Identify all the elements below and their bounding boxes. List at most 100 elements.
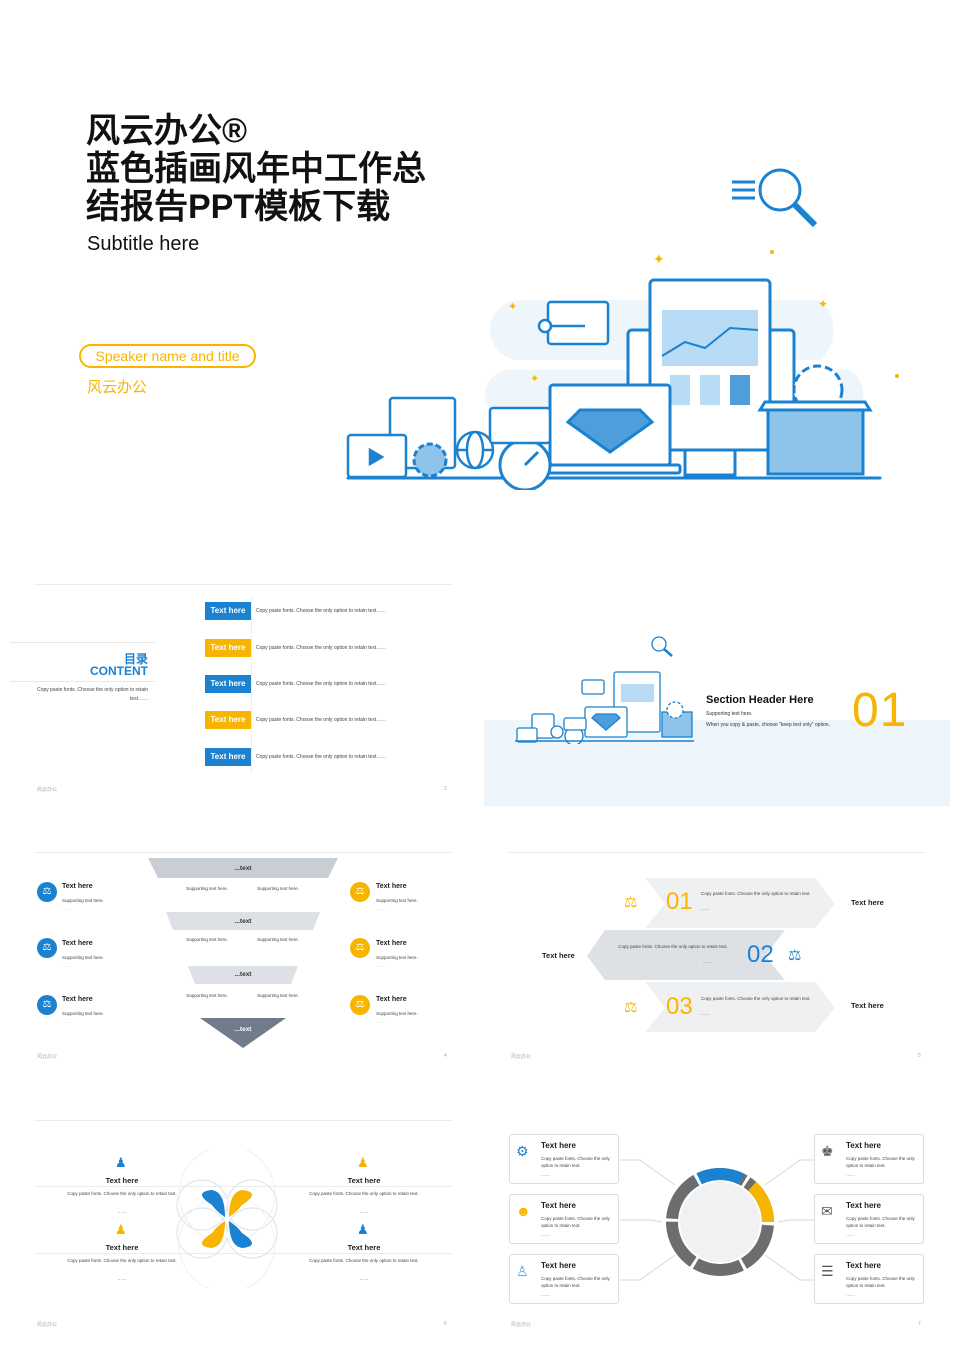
block-dots: …… [359,1276,369,1281]
toc-text: Copy paste fonts. Choose the only option… [256,681,387,687]
card-dots: …… [541,1292,550,1297]
chat-icon: ✉ [821,1203,833,1219]
card-copy: Copy paste fonts. Choose the only option… [846,1156,915,1168]
step-dots: …… [701,906,710,911]
card-dots: …… [846,1232,855,1237]
person-icon: ♙ [516,1263,529,1279]
block-copy: Copy paste fonts. Choose the only option… [309,1191,419,1196]
footer-brand: 风云办公 [37,1322,58,1328]
info-card: ⚙ Text here Copy paste fonts. Choose the… [509,1134,619,1184]
info-card: ☻ Text here Copy paste fonts. Choose the… [509,1194,619,1244]
card-title: Text here [846,1141,881,1150]
section-number: 01 [852,684,908,737]
support-text: Supporting text here. [257,937,299,942]
footer-brand: 风云办公 [511,1054,532,1060]
laptop-diamond-icon [538,383,682,475]
team-icon: ♟ [115,1222,127,1237]
petal-number: 2 [256,1198,261,1207]
petal-number: 3 [256,1231,261,1240]
card-copy: Copy paste fonts. Choose the only option… [541,1276,610,1288]
toc-tag: Text here [205,602,251,620]
petal-graphic [176,1150,278,1288]
toc-tag: Text here [205,748,251,766]
item-sub: Supporting text here. [62,898,104,903]
block-dots: …… [117,1209,127,1214]
item-sub: Supporting text here. [376,1011,418,1016]
card-title: Text here [541,1261,576,1270]
toc-title-en: CONTENT [90,664,148,678]
card-copy: Copy paste fonts. Choose the only option… [846,1216,915,1228]
step-title: Text here [542,951,575,960]
petal-number: 4 [224,1231,229,1240]
card-copy: Copy paste fonts. Choose the only option… [541,1156,610,1168]
scale-icon: ⚖ [37,938,57,958]
globe-icon [455,430,495,470]
support-text: Supporting text here. [186,886,228,891]
toc-divider [251,598,252,773]
user-icon: ☻ [516,1203,531,1219]
sparkle-icon: ✦ [508,301,517,313]
sparkle-dot [770,250,774,254]
info-card: ✉ Text here Copy paste fonts. Choose the… [814,1194,924,1244]
block-title: Text here [347,1243,381,1252]
item-sub: Supporting text here. [62,955,104,960]
scale-icon: ⚖ [350,938,370,958]
scale-icon: ⚖ [624,999,638,1016]
sparkle-icon: ✦ [653,251,665,267]
title-line: 蓝色插画风年中工作总 [86,150,426,188]
toc-box [10,642,155,682]
divider-line [34,1253,452,1254]
office-illustration-small [515,636,694,744]
step-title: Text here [851,898,884,907]
block-title: Text here [347,1176,381,1185]
funnel-label: ...text [234,1026,252,1033]
box-gear-icon [757,364,873,476]
info-card: ♙ Text here Copy paste fonts. Choose the… [509,1254,619,1304]
item-sub: Supporting text here. [376,955,418,960]
slide-top-line [34,1120,452,1121]
team-icon: ♟ [357,1222,369,1237]
sparkle-dot [895,374,899,378]
step-title: Text here [851,1001,884,1010]
card-copy: Copy paste fonts. Choose the only option… [846,1276,915,1288]
card-dots: …… [846,1172,855,1177]
toc-description: Copy paste fonts. Choose the only option… [37,687,148,702]
section-support: Supporting text here. [706,711,753,717]
item-title: Text here [62,940,93,947]
block-dots: …… [359,1209,369,1214]
block-title: Text here [105,1243,139,1252]
item-dots: … … [376,1019,386,1024]
step-copy: Copy paste fonts. Choose the only option… [701,891,811,896]
card-dots: …… [541,1172,550,1177]
ring-graphic [620,1159,820,1281]
item-dots: … … [376,906,386,911]
divider-line [34,1186,452,1187]
step-number: 01 [666,888,693,915]
section-header: Section Header Here [706,694,814,706]
slide-top-line [34,852,452,853]
support-text: Supporting text here. [257,886,299,891]
toc-tag: Text here [205,639,251,657]
card-title: Text here [541,1201,576,1210]
card-dots: …… [846,1292,855,1297]
block-copy: Copy paste fonts. Choose the only option… [67,1258,177,1263]
item-dots: … … [62,963,72,968]
footer-brand: 风云办公 [37,787,58,793]
support-text: Supporting text here. [186,937,228,942]
funnel-label: ...text [234,865,252,872]
scale-icon: ⚖ [788,947,802,964]
footer-brand: 风云办公 [511,1322,532,1328]
block-title: Text here [105,1176,139,1185]
item-title: Text here [376,996,407,1003]
title-line: 结报告PPT模板下载 [86,188,391,226]
browser-window-icon [488,406,552,445]
funnel-label: ...text [234,971,252,978]
key-window-icon [537,300,610,346]
database-icon: ☰ [821,1263,834,1279]
scale-icon: ⚖ [624,894,638,911]
page-number: 5 [918,1053,921,1059]
card-title: Text here [846,1201,881,1210]
arrow-band-graphic [587,878,835,1032]
item-dots: … … [376,963,386,968]
sparkle-icon: ✦ [818,297,828,311]
